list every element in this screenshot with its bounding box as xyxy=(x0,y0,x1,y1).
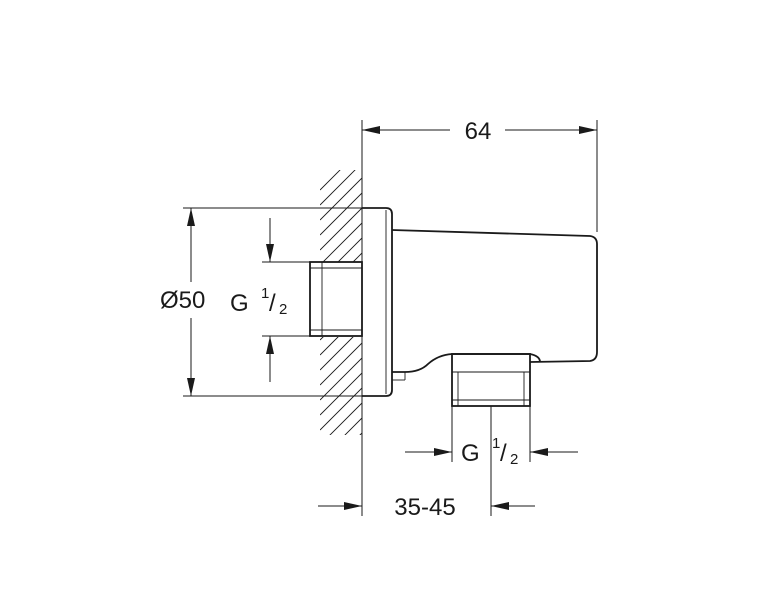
wall-thread-denominator: 2 xyxy=(279,301,287,318)
wall-thread-slash: / xyxy=(269,290,276,317)
wall-connector xyxy=(309,261,363,337)
outlet-thread-slash: / xyxy=(500,440,507,467)
wall-thread-numerator: 1 xyxy=(261,285,269,302)
wall-opening xyxy=(310,262,362,337)
dimension-outlet-thread xyxy=(405,406,578,462)
dimension-width xyxy=(362,120,598,232)
outlet-thread-g: G xyxy=(461,440,480,467)
wall-thread-g: G xyxy=(230,290,249,317)
flange xyxy=(362,207,393,397)
dimension-wall-depth-label: 35-45 xyxy=(394,494,455,521)
dimension-width-label: 64 xyxy=(465,118,492,145)
outlet-thread-numerator: 1 xyxy=(492,435,500,452)
dimension-wall-thread xyxy=(262,218,310,382)
dimension-diameter-label: Ø50 xyxy=(160,287,205,314)
dimension-wall-depth xyxy=(318,406,535,516)
outlet-thread-denominator: 2 xyxy=(510,451,518,468)
outlet-body xyxy=(391,229,598,381)
outlet-connector xyxy=(451,353,531,407)
dimension-diameter xyxy=(183,207,362,397)
